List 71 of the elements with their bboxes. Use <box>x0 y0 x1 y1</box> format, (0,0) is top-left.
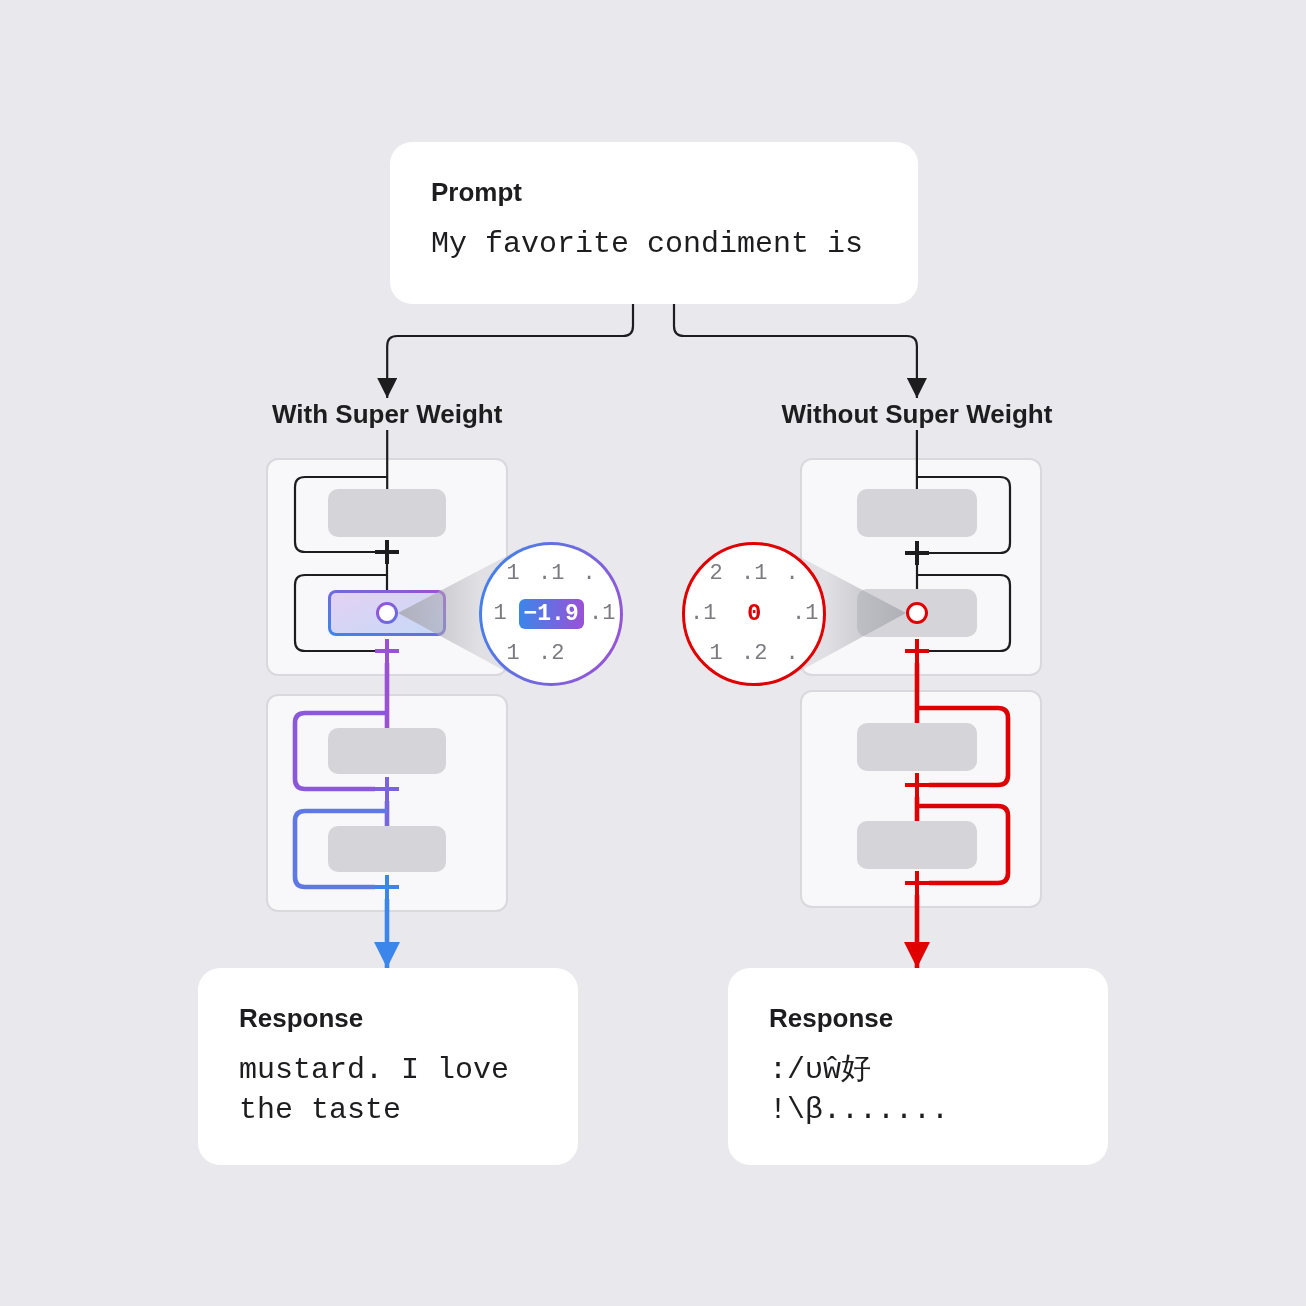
response-card <box>198 968 578 1165</box>
weight-value: . <box>582 563 596 585</box>
connector-line <box>915 565 919 575</box>
connector-line <box>915 573 1012 653</box>
weight-value: . <box>785 563 799 585</box>
layer-block <box>328 728 446 774</box>
card-title: Response <box>239 1002 364 1034</box>
arrow <box>904 895 930 968</box>
arrow <box>374 899 400 968</box>
plus-icon <box>375 777 399 801</box>
weight-value: 1 <box>506 563 520 585</box>
ring-icon <box>906 602 928 624</box>
weight-value: . <box>785 643 799 665</box>
connector-line <box>386 430 389 477</box>
connector-line <box>384 663 390 713</box>
plus-icon <box>905 871 929 895</box>
layer-block <box>857 723 977 771</box>
connector-line <box>385 575 389 590</box>
plus-icon <box>375 540 399 564</box>
layer-panel <box>800 690 1042 908</box>
connector-line <box>385 564 389 575</box>
weight-value: .1 <box>690 603 717 625</box>
plus-icon <box>905 773 929 797</box>
response-text: mustard. I love the taste <box>239 1052 511 1129</box>
card-title: Response <box>769 1002 894 1034</box>
prompt-card <box>390 142 918 304</box>
weight-value: 1 <box>506 643 520 665</box>
connector-line <box>915 475 1012 555</box>
weight-value: .2 <box>741 643 768 665</box>
connector-line <box>914 797 920 806</box>
connector-line <box>292 710 390 792</box>
weight-value: 1 <box>709 643 723 665</box>
connector-line <box>384 811 390 826</box>
connector-line <box>914 806 920 821</box>
section-heading: Without Super Weight <box>781 398 1053 430</box>
layer-block <box>328 826 446 872</box>
section-heading: With Super Weight <box>272 398 503 430</box>
weight-value: .2 <box>538 643 565 665</box>
weight-value: .1 <box>741 563 768 585</box>
connector-line <box>915 477 918 489</box>
connector-line <box>915 575 919 589</box>
connector-line <box>384 801 390 811</box>
plus-icon <box>905 639 929 663</box>
plus-icon <box>905 541 929 565</box>
arrow <box>672 304 927 398</box>
layer-block <box>857 821 977 869</box>
zeroed-weight-value: 0 <box>747 601 762 627</box>
response-text: :/υŵ好 !\β....... <box>769 1052 951 1129</box>
connector-line <box>293 573 389 653</box>
weight-value: 1 <box>493 603 507 625</box>
highlighted-weight-value: −1.9 <box>518 599 584 629</box>
connector-line <box>384 713 390 728</box>
connector-line <box>386 477 389 489</box>
weight-value: .1 <box>792 603 819 625</box>
connector-line <box>293 475 389 554</box>
layer-block <box>857 489 977 537</box>
arrow <box>377 304 635 398</box>
weight-value: 2 <box>709 563 723 585</box>
layer-panel <box>266 694 508 912</box>
weight-value: .1 <box>589 603 616 625</box>
connector-line <box>914 663 920 708</box>
connector-line <box>914 708 920 723</box>
plus-icon <box>375 639 399 663</box>
plus-icon <box>375 875 399 899</box>
card-title: Prompt <box>431 176 522 208</box>
connector-line <box>915 430 918 477</box>
connector-line <box>292 808 390 890</box>
layer-block <box>328 489 446 537</box>
weight-value: .1 <box>538 563 565 585</box>
response-card <box>728 968 1108 1165</box>
prompt-text: My favorite condiment is <box>431 226 864 263</box>
